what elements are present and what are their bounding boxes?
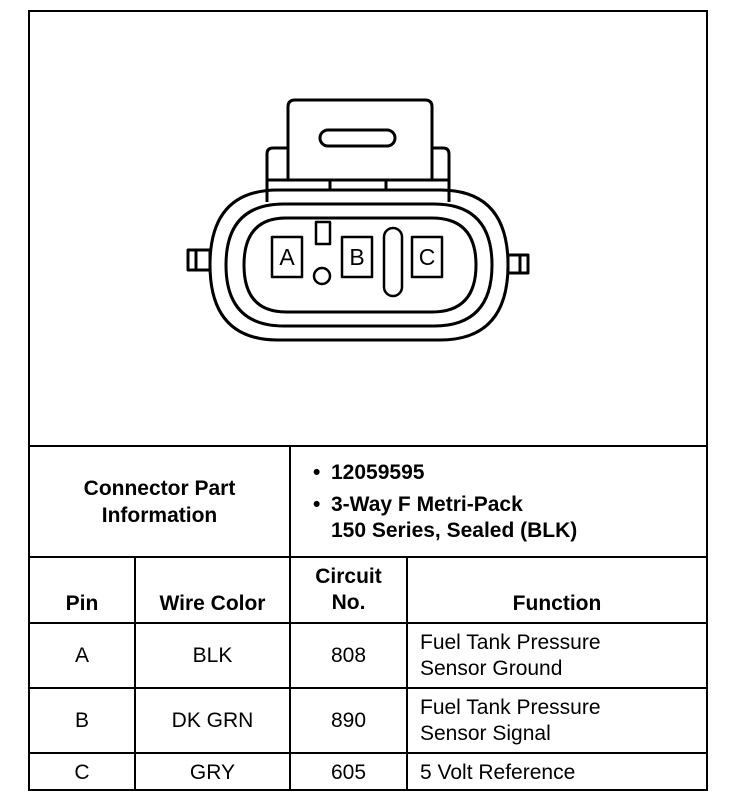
pin-a-box: [270, 235, 304, 279]
right-shoulder: [432, 146, 451, 202]
pin-b-box: [340, 235, 374, 279]
cavity-outline: [242, 216, 478, 314]
pin-b-label: B: [349, 244, 365, 270]
function-cell: Fuel Tank Pressure Sensor Signal: [406, 687, 706, 754]
pin-cell: A: [30, 622, 136, 689]
function-cell: 5 Volt Reference: [406, 752, 706, 791]
key-circle: [312, 266, 332, 286]
tab-slot: [318, 128, 397, 148]
circuit-cell: 605: [289, 752, 408, 791]
function-cell: Fuel Tank Pressure Sensor Ground: [406, 622, 706, 689]
housing-outer: [208, 188, 510, 342]
circuit-cell: 808: [289, 622, 408, 689]
wire-color-cell: GRY: [134, 752, 291, 791]
left-shoulder: [265, 146, 288, 202]
pin-cell: C: [30, 752, 136, 791]
wire-color-cell: DK GRN: [134, 687, 291, 754]
header-pin: Pin: [30, 556, 136, 624]
table-row: C GRY 605 5 Volt Reference: [30, 752, 706, 791]
pin-c-label: C: [418, 244, 436, 270]
circuit-cell: 890: [289, 687, 408, 754]
header-circuit: Circuit No.: [289, 556, 408, 624]
part-numbers: 12059595 3-Way F Metri-Pack 150 Series, …: [289, 445, 706, 558]
connector-diagram: A B C: [30, 12, 706, 445]
connector-drawing: [186, 98, 530, 342]
pin-a-label: A: [279, 244, 295, 270]
left-latch: [186, 248, 212, 272]
header-row: Pin Wire Color Circuit No. Function: [30, 556, 706, 624]
wire-color-cell: BLK: [134, 622, 291, 689]
table-row: B DK GRN 890 Fuel Tank Pressure Sensor S…: [30, 687, 706, 754]
pin-c-box: [410, 235, 444, 279]
key-slot: [314, 220, 332, 246]
header-wire-color: Wire Color: [134, 556, 291, 624]
part-item: 12059595: [313, 460, 705, 486]
right-latch: [506, 253, 530, 275]
divider-slot: [382, 226, 404, 298]
diagram-frame: A B C Connector Part Information 1205959…: [28, 10, 708, 791]
pin-cell: B: [30, 687, 136, 754]
header-function: Function: [406, 556, 706, 624]
housing-inner: [224, 202, 494, 328]
part-info-row: Connector Part Information 12059595 3-Wa…: [30, 445, 706, 558]
connector-part-label-line2: Information: [101, 503, 218, 527]
connector-part-label-line1: Connector Part: [83, 476, 236, 500]
part-item: 3-Way F Metri-Pack 150 Series, Sealed (B…: [313, 492, 705, 544]
connector-info-table: Connector Part Information 12059595 3-Wa…: [30, 445, 706, 791]
connector-part-label: Connector Part Information: [30, 445, 291, 558]
locking-tab: [286, 98, 434, 180]
table-row: A BLK 808 Fuel Tank Pressure Sensor Grou…: [30, 622, 706, 689]
